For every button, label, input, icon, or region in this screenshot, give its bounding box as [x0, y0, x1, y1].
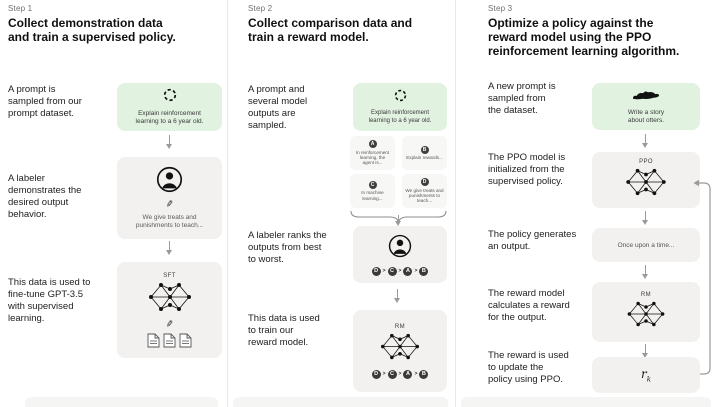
arrow-down-icon: [165, 241, 174, 257]
ranking-row: D > C > A > B: [371, 369, 429, 379]
output-option-d: D We give treats and punishments to teac…: [402, 174, 447, 208]
step1-row1-text: A prompt is sampled from our prompt data…: [8, 84, 82, 119]
feedback-loop-arrow: [692, 178, 714, 383]
step2-rm-box: RM D > C >: [353, 310, 447, 392]
step2-row1-text: A prompt and several model outputs are s…: [248, 84, 308, 131]
cycle-icon: [394, 89, 407, 107]
step1-headline: Collect demonstration data and train a s…: [8, 16, 176, 44]
pencil-icon: ✎: [164, 198, 174, 210]
labeler-person-icon: [388, 234, 412, 263]
neural-network-icon: [380, 332, 420, 366]
neural-network-icon: [625, 167, 667, 202]
step1-labeler-caption: We give treats and punishments to teach.…: [135, 214, 204, 229]
column-divider-2: [455, 0, 456, 407]
arrow-down-icon: [641, 134, 650, 150]
documents-icon: [147, 333, 192, 348]
otter-icon: [632, 88, 660, 106]
step2-headline: Collect comparison data and train a rewa…: [248, 16, 413, 44]
arrow-down-icon: [165, 135, 174, 151]
neural-network-icon: [626, 300, 666, 333]
step2-row3-text: This data is used to train our reward mo…: [248, 313, 320, 348]
step1-prompt-caption: Explain reinforcement learning to a 6 ye…: [135, 110, 204, 125]
pencil-icon: ✎: [164, 317, 174, 330]
rm-model-label: RM: [394, 323, 406, 330]
step2-labeler-box: D > C > A > B: [353, 226, 447, 283]
cropped-card-top: [233, 397, 448, 407]
step3-prompt-box: Write a story about otters.: [592, 83, 700, 130]
arrow-down-icon: [641, 211, 650, 227]
arrow-down-icon: [394, 215, 403, 231]
step1-label: Step 1: [8, 4, 33, 13]
step2-row2-text: A labeler ranks the outputs from best to…: [248, 230, 327, 265]
step3-output-box: Once upon a time...: [592, 228, 700, 262]
step3-rm-box: RM: [592, 282, 700, 342]
step3-ppo-box: PPO: [592, 152, 700, 208]
cropped-card-top: [461, 397, 711, 407]
arrow-down-icon: [393, 289, 402, 305]
rm-model-label: RM: [640, 291, 652, 298]
step3-prompt-caption: Write a story about otters.: [627, 109, 665, 124]
column-divider-1: [227, 0, 228, 407]
step3-row2-text: The PPO model is initialized from the su…: [488, 152, 566, 187]
output-option-a: A In reinforcement learning, the agent i…: [350, 136, 395, 170]
cropped-card-top: [25, 397, 218, 407]
step3-label: Step 3: [488, 4, 513, 13]
ppo-model-label: PPO: [639, 158, 653, 165]
output-option-c: C In machine learning...: [350, 174, 395, 208]
step3-row5-text: The reward is used to update the policy …: [488, 350, 569, 385]
neural-network-icon: [148, 281, 192, 318]
arrow-down-icon: [641, 344, 650, 360]
step3-row4-text: The reward model calculates a reward for…: [488, 288, 570, 323]
step3-headline: Optimize a policy against the reward mod…: [488, 16, 680, 58]
step2-label: Step 2: [248, 4, 273, 13]
step1-row3-text: This data is used to fine-tune GPT-3.5 w…: [8, 277, 91, 324]
step1-row2-text: A labeler demonstrates the desired outpu…: [8, 173, 82, 220]
ranking-row: D > C > A > B: [371, 266, 429, 276]
policy-output-text: Once upon a time...: [617, 241, 675, 249]
arrow-down-icon: [641, 265, 650, 281]
sft-model-label: SFT: [163, 272, 176, 279]
step3-row3-text: The policy generates an output.: [488, 229, 577, 252]
cycle-icon: [163, 88, 177, 107]
step1-sft-box: SFT ✎: [117, 262, 222, 358]
reward-symbol: rk: [641, 366, 651, 384]
step1-prompt-box: Explain reinforcement learning to a 6 ye…: [117, 83, 222, 131]
step2-prompt-caption: Explain reinforcement learning to a 6 ye…: [368, 110, 432, 124]
model-outputs-grid: A In reinforcement learning, the agent i…: [350, 136, 447, 208]
step1-labeler-box: ✎ We give treats and punishments to teac…: [117, 157, 222, 239]
labeler-person-icon: [156, 166, 183, 198]
step3-row1-text: A new prompt is sampled from the dataset…: [488, 81, 556, 116]
output-option-b: B Explain rewards...: [402, 136, 447, 170]
step3-reward-box: rk: [592, 357, 700, 393]
step2-prompt-box: Explain reinforcement learning to a 6 ye…: [353, 83, 447, 131]
